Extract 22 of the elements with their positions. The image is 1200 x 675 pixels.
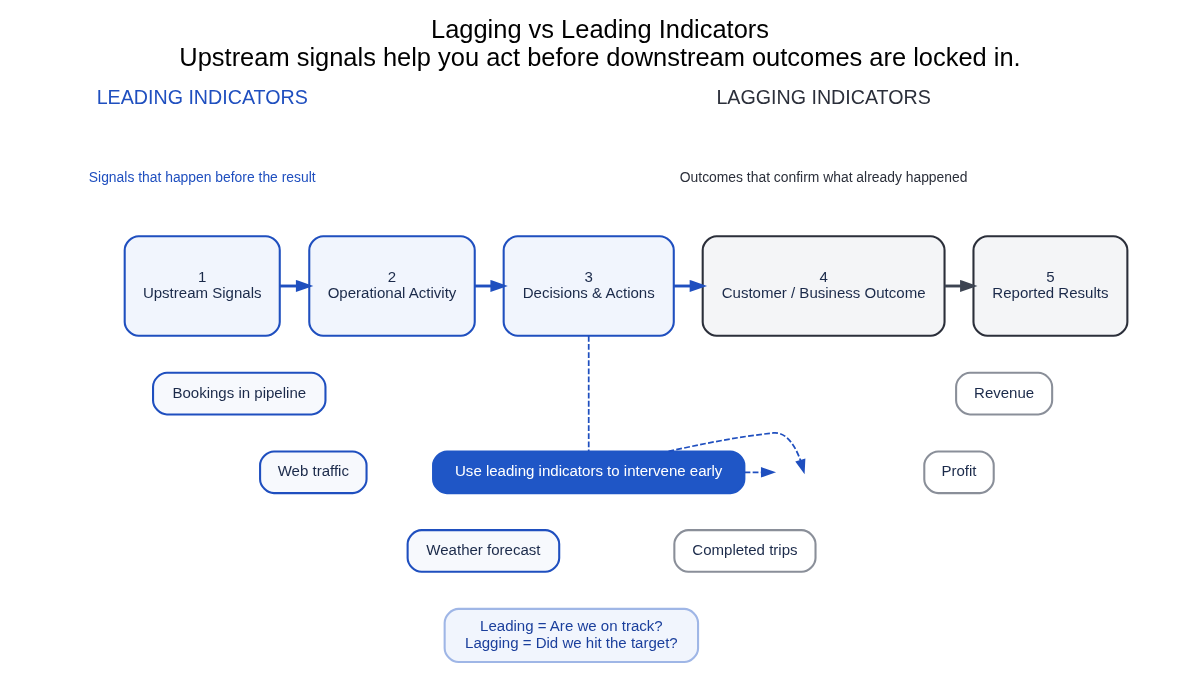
node-box: 3 Decisions & Actions [502,235,675,337]
node-box: Leading = Are we on track? Lagging = Did we hit the target? [443,607,700,664]
node-box: Revenue [955,371,1054,416]
connector [587,335,590,453]
label: LAGGING INDICATORS [716,85,931,108]
node-box: 4 Customer / Business Outcome [701,235,946,337]
label: LEADING INDICATORS [96,85,308,108]
node-box: Bookings in pipeline [152,371,327,416]
node-box: Weather forecast [406,529,561,573]
caption: Upstream signals help you act before downstream outcomes are locked in. [179,42,1021,71]
node-box: Profit [923,450,995,495]
node-box: Web traffic [259,450,368,495]
node-box: 2 Operational Activity [308,235,476,337]
label: Signals that happen before the result [88,168,316,185]
node-box: 1 Upstream Signals [123,235,281,337]
arrow [667,432,806,475]
diagram-title: Lagging vs Leading Indicators [431,14,769,43]
node-box: 5 Reported Results [972,235,1129,337]
arrow [743,467,777,478]
label: Outcomes that confirm what already happened [679,168,968,185]
node-box: Use leading indicators to intervene early [432,450,746,495]
node-box: Completed trips [673,529,817,573]
